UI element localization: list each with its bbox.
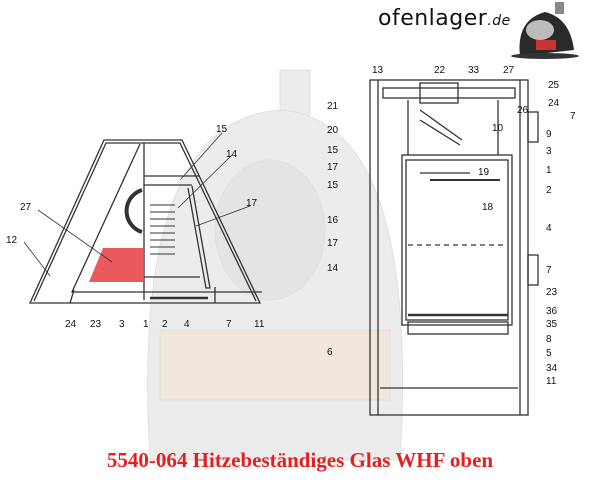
part-label-14: 14 [327, 263, 339, 274]
part-label-27: 27 [20, 202, 32, 213]
part-label-17: 17 [327, 238, 339, 249]
part-label-17: 17 [327, 162, 339, 173]
part-label-18: 18 [482, 202, 494, 213]
part-label-36: 36 [546, 306, 558, 317]
part-label-24: 24 [548, 98, 560, 109]
part-label-20: 20 [327, 125, 339, 136]
logo-stove-mascot-icon [511, 2, 579, 59]
part-label-3: 3 [119, 319, 125, 330]
part-label-8: 8 [546, 334, 552, 345]
part-label-27: 27 [503, 65, 515, 76]
part-label-9: 9 [546, 129, 552, 140]
part-label-23: 23 [90, 319, 102, 330]
part-label-5: 5 [546, 348, 552, 359]
part-label-19: 19 [478, 167, 490, 178]
part-label-3: 3 [546, 146, 552, 157]
part-label-33: 33 [468, 65, 480, 76]
part-label-22: 22 [434, 65, 446, 76]
watermark-mascot [147, 69, 403, 461]
part-label-10: 10 [492, 123, 504, 134]
part-label-1: 1 [143, 319, 149, 330]
part-label-11: 11 [254, 319, 265, 330]
part-label-7: 7 [570, 111, 576, 122]
part-label-7: 7 [226, 319, 232, 330]
right-front-diagram [369, 79, 539, 416]
part-label-12: 12 [6, 235, 18, 246]
part-label-24: 24 [65, 319, 77, 330]
logo: ofenlager.de [378, 6, 511, 31]
part-label-2: 2 [546, 185, 552, 196]
product-title: 5540-064 Hitzebeständiges Glas WHF oben [106, 448, 494, 472]
part-label-7: 7 [546, 265, 552, 276]
part-label-25: 25 [548, 80, 560, 91]
part-label-1: 1 [546, 165, 552, 176]
part-label-6: 6 [327, 347, 333, 358]
part-label-26: 26 [517, 105, 529, 116]
part-label-14: 14 [226, 149, 238, 160]
part-label-23: 23 [546, 287, 558, 298]
part-label-11: 11 [546, 376, 557, 387]
part-label-4: 4 [546, 223, 552, 234]
part-label-34: 34 [546, 363, 558, 374]
part-label-13: 13 [372, 65, 384, 76]
part-label-17: 17 [246, 198, 258, 209]
left-leader-lines [23, 132, 251, 277]
part-label-15: 15 [327, 180, 339, 191]
part-label-4: 4 [184, 319, 190, 330]
part-label-2: 2 [162, 319, 168, 330]
part-label-15: 15 [327, 145, 339, 156]
highlighted-glass-part-27 [89, 248, 144, 282]
logo-tld: .de [487, 13, 511, 29]
part-label-16: 16 [327, 215, 339, 226]
part-label-35: 35 [546, 319, 558, 330]
part-label-15: 15 [216, 124, 228, 135]
part-label-21: 21 [327, 101, 339, 112]
logo-name: ofenlager [378, 6, 488, 31]
